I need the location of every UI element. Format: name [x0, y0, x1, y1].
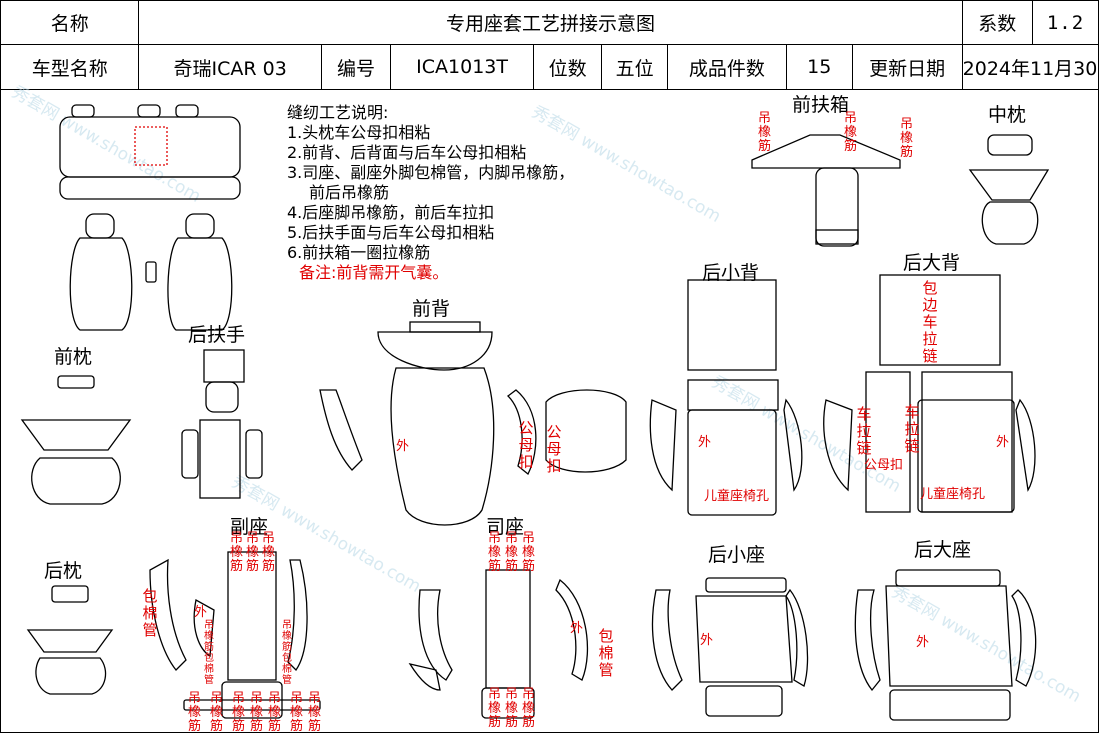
note-hang-elastic: 吊橡筋: [232, 691, 246, 734]
note-wrap-edge-zipper: 包边车拉链: [922, 279, 938, 365]
middle-headrest-pieces: [968, 134, 1050, 245]
front-headrest-pieces: [20, 375, 132, 505]
note-cotton-tube: 包棉管: [598, 627, 614, 679]
pieces-value: 15: [785, 44, 853, 90]
note-hang-elastic: 吊橡筋: [250, 691, 264, 734]
note-hang-elastic: 吊橡筋: [268, 691, 282, 734]
note-item: 6.前扶箱一圈拉橡筋: [287, 243, 431, 262]
note-item: 前后吊橡筋: [309, 183, 390, 202]
note-hang-elastic: 吊橡筋: [290, 691, 304, 734]
rear-big-back-pieces: [823, 274, 1036, 513]
coefficient-label: 系数: [961, 0, 1033, 45]
seat-overview: [59, 104, 241, 331]
note-hang-elastic: 吊橡筋: [522, 531, 536, 574]
pieces-label: 成品件数: [667, 44, 787, 90]
rear-headrest-pieces: [26, 585, 114, 695]
note-outside: 外: [916, 635, 930, 650]
note-hang-elastic: 吊橡筋: [522, 687, 536, 730]
car-model-value: 奇瑞ICAR 03: [138, 44, 322, 90]
name-label: 名称: [0, 0, 140, 45]
note-item: 5.后扶手面与后车公母扣相粘: [287, 223, 495, 242]
rear-big-seat-pieces: [854, 569, 1037, 721]
label-front-back: 前背: [412, 298, 451, 320]
label-rear-headrest: 后枕: [44, 560, 83, 582]
note-zipper: 车拉链: [904, 403, 920, 455]
front-armrest-box-pieces: [751, 134, 901, 247]
note-hang-elastic: 吊橡筋: [758, 111, 772, 154]
note-hang-elastic: 吊橡筋: [488, 531, 502, 574]
rear-armrest-pieces: [181, 349, 263, 499]
note-hang-elastic: 吊橡筋: [246, 531, 260, 574]
note-outside: 外: [570, 621, 584, 636]
code-label: 编号: [320, 44, 392, 90]
note-hang-elastic: 吊橡筋: [188, 691, 202, 734]
note-cotton-tube: 包棉管: [142, 587, 158, 639]
seats-value: 五位: [601, 44, 669, 90]
coefficient-value: 1.2: [1031, 0, 1100, 45]
label-front-armrest-box: 前扶箱: [792, 94, 850, 116]
note-outside: 外: [996, 435, 1010, 450]
note-item: 3.司座、副座外脚包棉管，内脚吊橡筋，: [287, 163, 575, 182]
note-snap-fastener: 公母扣: [864, 458, 904, 473]
note-outside: 外: [700, 633, 714, 648]
note-hang-elastic: 吊橡筋: [488, 687, 502, 730]
label-front-headrest: 前枕: [54, 346, 93, 368]
car-model-label: 车型名称: [0, 44, 140, 90]
note-item: 4.后座脚吊橡筋，前后车拉扣: [287, 203, 495, 222]
note-zipper: 车拉链: [856, 405, 872, 457]
note-hang-elastic: 吊橡筋: [844, 111, 858, 154]
seats-label: 位数: [533, 44, 603, 90]
update-date-value: 2024年11月30日: [961, 44, 1100, 90]
label-middle-headrest: 中枕: [988, 104, 1027, 126]
front-back-pieces: [319, 321, 627, 526]
label-rear-small-back: 后小背: [702, 262, 760, 284]
note-hang-elastic: 吊橡筋: [900, 117, 914, 160]
notes-title: 缝纫工艺说明:: [287, 103, 389, 122]
note-outside: 外: [396, 439, 410, 454]
note-item: 2.前背、后背面与后车公母扣相粘: [287, 143, 527, 162]
note-child-seat-hole: 儿童座椅孔: [704, 489, 770, 504]
note-snap-fastener: 公母扣: [518, 419, 534, 471]
note-hang-elastic-wrap: 吊橡筋包棉管: [204, 620, 214, 686]
note-outside: 外: [698, 435, 712, 450]
code-value: ICA1013T: [390, 44, 535, 90]
note-hang-elastic: 吊橡筋: [210, 691, 224, 734]
note-hang-elastic: 吊橡筋: [505, 687, 519, 730]
note-hang-elastic-wrap: 吊橡筋包棉管: [282, 620, 292, 686]
rear-small-back-pieces: [649, 279, 803, 516]
note-outside: 外: [194, 605, 208, 620]
label-rear-small-seat: 后小座: [708, 544, 766, 566]
remark: 备注:前背需开气囊。: [299, 263, 449, 282]
title-block: 名称 专用座套工艺拼接示意图 系数 1.2 车型名称 奇瑞ICAR 03 编号 …: [0, 0, 1100, 90]
note-item: 1.头枕车公母扣相粘: [287, 123, 431, 142]
note-child-seat-hole: 儿童座椅孔: [920, 487, 986, 502]
label-rear-armrest: 后扶手: [188, 324, 246, 346]
driver-seat-pieces: [408, 569, 589, 719]
label-rear-big-seat: 后大座: [914, 539, 972, 561]
note-hang-elastic: 吊橡筋: [505, 531, 519, 574]
update-date-label: 更新日期: [851, 44, 963, 90]
label-rear-big-back: 后大背: [903, 252, 961, 274]
label-driver-seat: 司座: [486, 516, 525, 538]
note-hang-elastic: 吊橡筋: [308, 691, 322, 734]
document-title: 专用座套工艺拼接示意图: [138, 0, 963, 45]
pattern-drawing: [20, 104, 1050, 721]
rear-small-seat-pieces: [651, 577, 809, 717]
passenger-seat-pieces: [149, 551, 321, 719]
note-hang-elastic: 吊橡筋: [262, 531, 276, 574]
note-snap-fastener: 公母扣: [546, 423, 562, 475]
sewing-instructions: 缝纫工艺说明: 1.头枕车公母扣相粘 2.前背、后背面与后车公母扣相粘 3.司座…: [287, 103, 574, 283]
label-passenger-seat: 副座: [230, 516, 269, 538]
note-hang-elastic: 吊橡筋: [230, 531, 244, 574]
